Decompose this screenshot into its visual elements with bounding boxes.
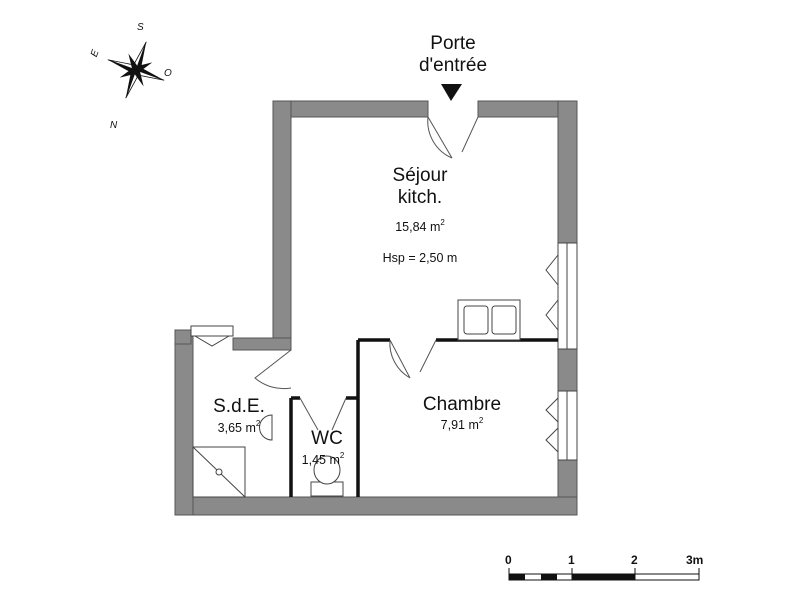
wall-right-middle	[557, 348, 578, 392]
windows	[545, 242, 578, 461]
room-wc-area: 1,45 m2	[290, 451, 356, 467]
entrance-door-leaf	[461, 116, 479, 153]
room-sde-name: S.d.E.	[213, 396, 265, 417]
wall-sde-top-a	[174, 329, 192, 345]
wall-left-sde	[174, 329, 194, 516]
entrance-label-line2: d'entrée	[418, 54, 488, 76]
wall-right-upper	[557, 100, 578, 244]
compass-rose-icon	[107, 41, 165, 99]
room-chambre-area-value: 7,91 m	[440, 418, 479, 432]
entrance-door	[427, 116, 453, 159]
outer-walls	[174, 100, 578, 516]
room-wc-area-exp: 2	[339, 451, 345, 460]
room-sejour-area-exp: 2	[440, 218, 445, 227]
scale-tick-0: 0	[505, 553, 512, 567]
room-chambre-name: Chambre	[422, 394, 502, 415]
wall-sde-top-b	[232, 337, 292, 351]
room-sejour-name-line1: Séjour	[392, 165, 448, 186]
wall-bottom	[174, 496, 578, 516]
room-sejour-area: 15,84 m2	[370, 218, 470, 234]
wall-top-left	[272, 100, 429, 118]
compass-o: O	[164, 68, 172, 79]
wc-door	[299, 397, 347, 431]
chambre-door	[389, 339, 437, 379]
entrance-label-line1: Porte	[430, 33, 476, 54]
compass-s: S	[137, 22, 144, 33]
room-chambre-area: 7,91 m2	[410, 416, 514, 432]
window-sde	[190, 325, 234, 347]
room-sejour-area-value: 15,84 m	[395, 220, 441, 234]
washbasin	[259, 414, 273, 441]
scale-tick-1: 1	[568, 553, 575, 567]
room-sde-area-value: 3,65 m	[217, 421, 256, 435]
toilet	[310, 455, 344, 497]
scale-bar	[508, 568, 700, 581]
compass-n: N	[110, 120, 118, 131]
scale-tick-2: 2	[631, 553, 638, 567]
entrance-arrow-icon	[441, 84, 462, 101]
scale-tick-3: 3m	[686, 553, 704, 567]
room-wc-area-value: 1,45 m	[301, 453, 340, 467]
room-sejour-height: Hsp = 2,50 m	[382, 251, 458, 265]
room-sejour-name: Séjour kitch.	[370, 165, 470, 209]
room-chambre-area-exp: 2	[478, 416, 484, 425]
shower	[192, 446, 246, 498]
entrance-label: Porte d'entrée	[405, 33, 501, 77]
doors	[254, 116, 479, 431]
room-sejour-name-line2: kitch.	[397, 186, 443, 208]
wall-left-sejour	[272, 100, 292, 340]
sde-door	[254, 349, 292, 390]
room-wc-name: WC	[311, 428, 343, 449]
kitchen-sink	[457, 299, 521, 341]
room-sde-area-exp: 2	[255, 419, 261, 428]
room-sde-area: 3,65 m2	[204, 419, 274, 435]
